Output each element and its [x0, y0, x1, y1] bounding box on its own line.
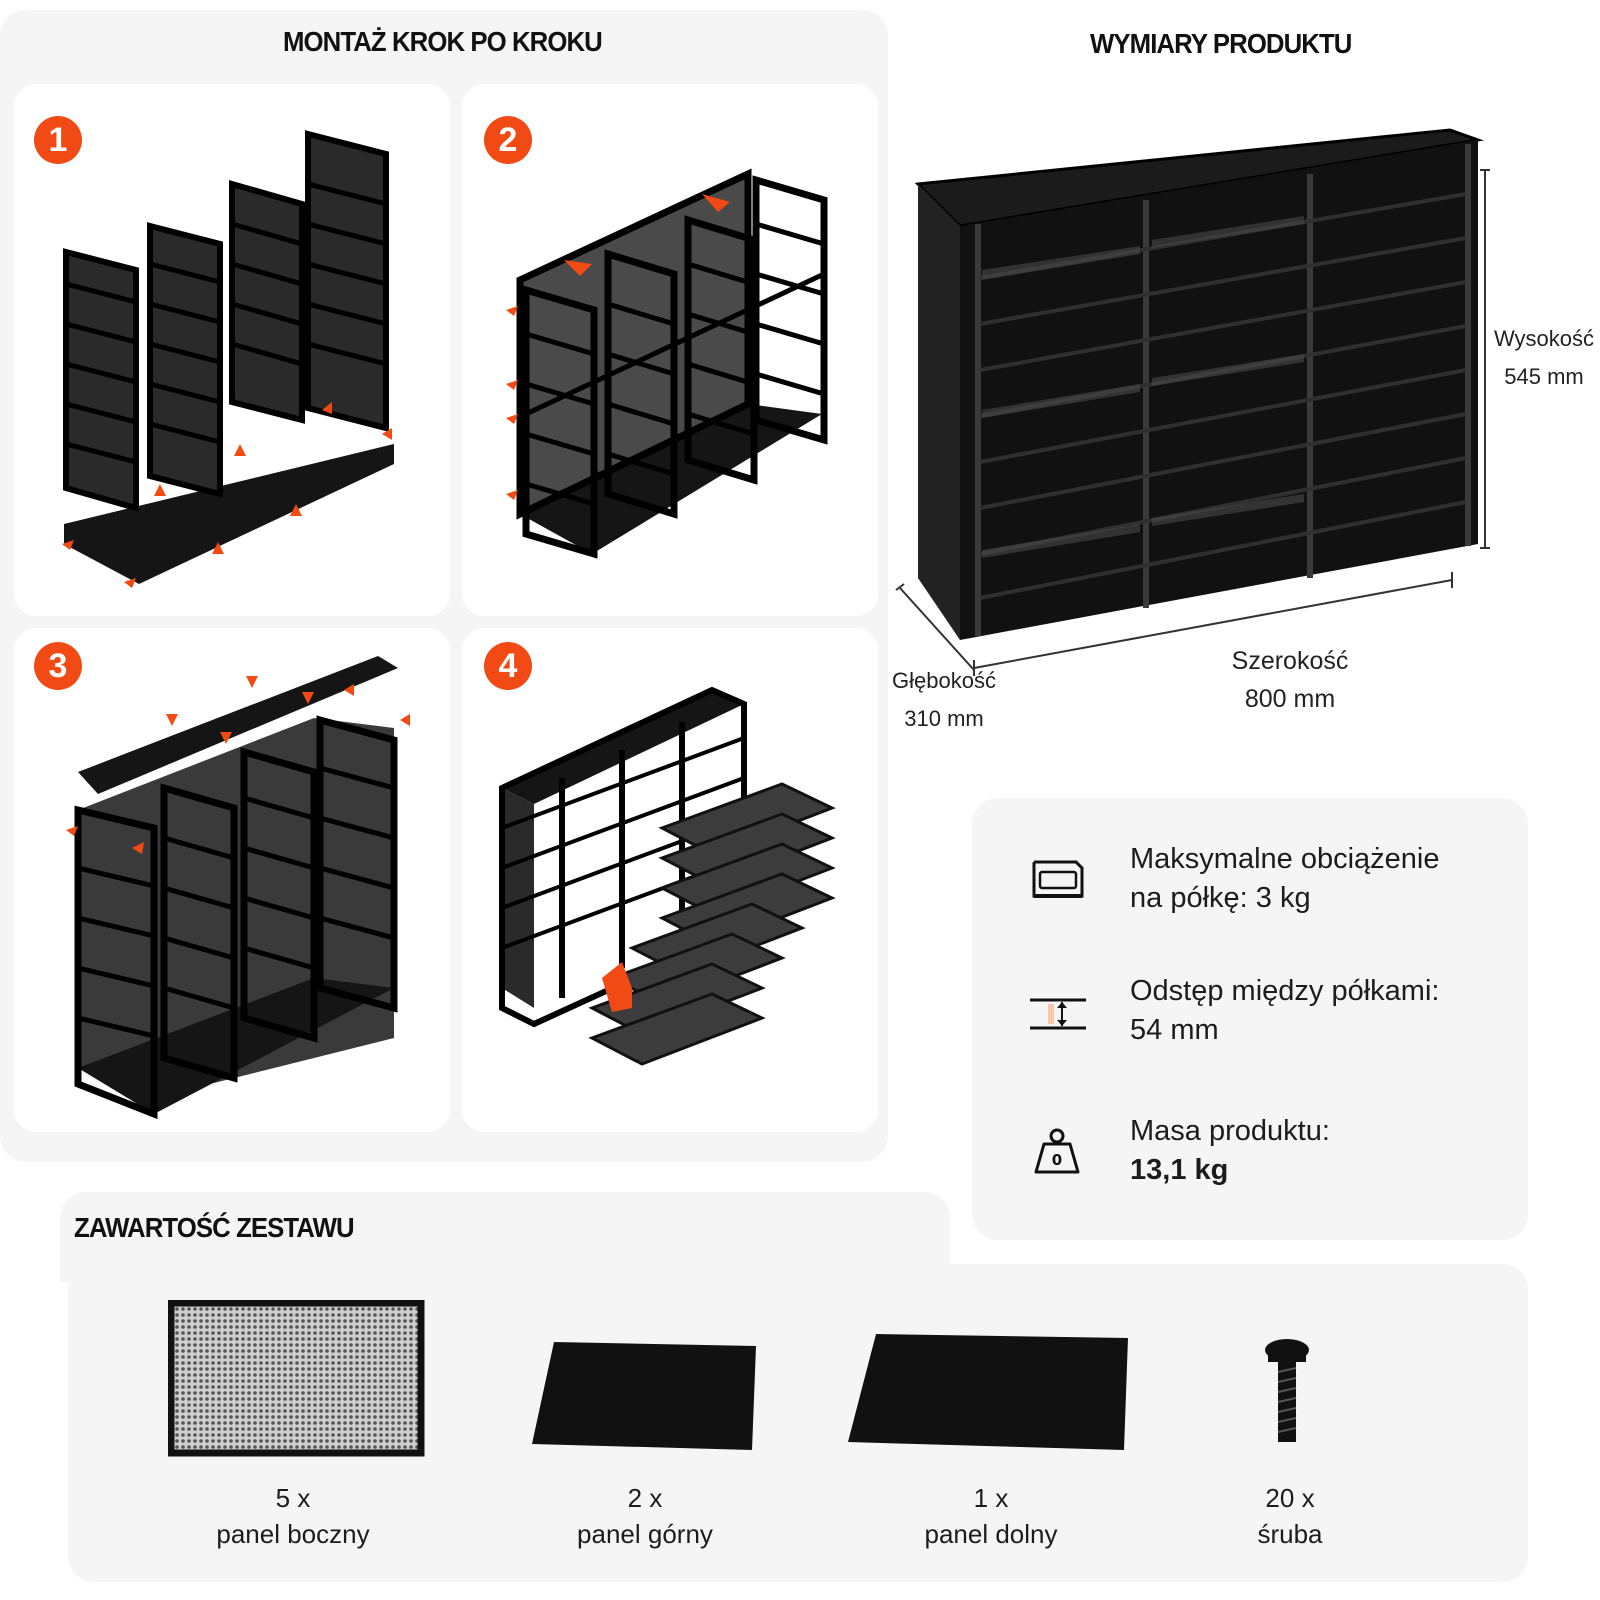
step-number-badge: 4	[484, 642, 532, 690]
dimensions-title: WYMIARY PRODUKTU	[1090, 28, 1352, 59]
depth-label: Głębokość	[892, 668, 996, 693]
kit-item-qty: 2 x	[627, 1483, 663, 1513]
assembly-title: MONTAŻ KROK PO KROKU	[283, 26, 603, 57]
kit-title: ZAWARTOŚĆ ZESTAWU	[74, 1212, 355, 1243]
step-1-illustration	[62, 130, 394, 588]
width-dimension: Szerokość 800 mm	[1220, 642, 1360, 718]
kit-item-name: panel dolny	[924, 1519, 1058, 1549]
step-3-illustration	[66, 656, 410, 1120]
spec-shelf-spacing-line2: 54 mm	[1130, 1014, 1219, 1046]
spec-product-weight-line2: 13,1 kg	[1130, 1154, 1229, 1186]
kit-item-screw: 20 x śruba	[1200, 1480, 1380, 1552]
bottom-panel-image	[848, 1334, 1128, 1450]
step-number-badge: 1	[34, 116, 82, 164]
width-label: Szerokość	[1231, 647, 1349, 675]
kit-item-side-panel: 5 x panel boczny	[178, 1480, 408, 1552]
step-2-illustration	[506, 168, 828, 559]
top-panel-image	[532, 1342, 756, 1450]
shelf-load-icon	[1032, 860, 1084, 898]
kit-item-bottom-panel: 1 x panel dolny	[876, 1480, 1106, 1552]
shelf-spacing-icon	[1030, 998, 1086, 1030]
spec-max-load-line1: Maksymalne obciążenie	[1130, 843, 1440, 875]
spec-max-load-line2: na półkę: 3 kg	[1130, 882, 1311, 914]
width-value: 800 mm	[1244, 685, 1336, 713]
kit-item-name: panel boczny	[216, 1519, 370, 1549]
step-card-3: 3	[14, 628, 450, 1132]
step-number-badge: 3	[34, 642, 82, 690]
spec-product-weight-line1: Masa produktu:	[1130, 1115, 1330, 1147]
kit-item-qty: 20 x	[1265, 1483, 1315, 1513]
spec-max-load: Maksymalne obciążenie na półkę: 3 kg	[1130, 840, 1439, 918]
product-dimensions-illustration	[895, 128, 1490, 676]
spec-shelf-spacing: Odstęp między półkami: 54 mm	[1130, 972, 1439, 1050]
kit-item-top-panel: 2 x panel górny	[530, 1480, 760, 1552]
kit-item-qty: 5 x	[275, 1483, 311, 1513]
step-card-1: 1	[14, 84, 450, 616]
step-4-illustration	[499, 686, 836, 1066]
step-card-4: 4	[462, 628, 878, 1132]
step-card-2: 2	[462, 84, 878, 616]
spec-shelf-spacing-line1: Odstęp między półkami:	[1130, 975, 1440, 1007]
side-panel-image	[168, 1300, 425, 1457]
spec-product-weight: Masa produktu: 13,1 kg	[1130, 1112, 1330, 1190]
depth-value: 310 mm	[904, 706, 984, 731]
height-dimension: Wysokość 545 mm	[1488, 320, 1600, 396]
kit-item-qty: 1 x	[973, 1483, 1009, 1513]
height-value: 545 mm	[1504, 364, 1584, 389]
kit-item-name: śruba	[1257, 1519, 1323, 1549]
depth-dimension: Głębokość 310 mm	[880, 662, 1008, 738]
svg-text:0: 0	[1052, 1151, 1062, 1169]
screw-image	[1265, 1339, 1309, 1442]
step-number-badge: 2	[484, 116, 532, 164]
kit-item-name: panel górny	[577, 1519, 713, 1549]
weight-icon: 0	[1034, 1128, 1080, 1174]
height-label: Wysokość	[1493, 326, 1595, 351]
